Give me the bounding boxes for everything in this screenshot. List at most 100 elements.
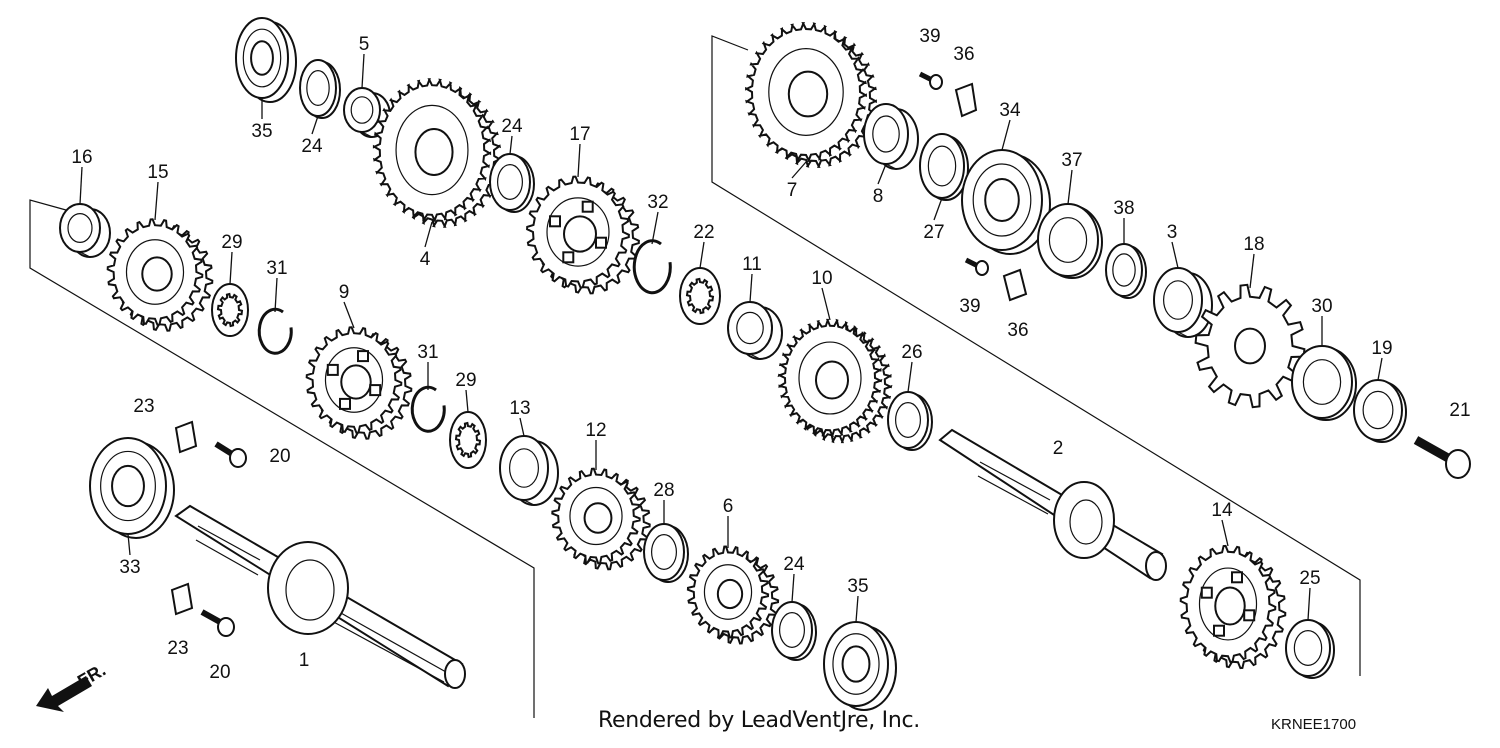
part-9-gear-dog: [305, 326, 413, 440]
part-6-gear-mid: [686, 545, 780, 645]
part-ref-label: 1: [299, 650, 310, 671]
bolt-39-upper: [918, 71, 943, 90]
part-ref-label: 27: [923, 222, 944, 243]
part-18-sprocket: [1194, 283, 1306, 409]
parts-layer: [59, 17, 1407, 711]
front-arrow-icon: FR.: [36, 660, 109, 712]
part-ref-label: 13: [509, 398, 530, 419]
part-ref-label: 17: [569, 124, 590, 145]
part-ref-label: 39: [959, 296, 980, 317]
plate-23-upper: [174, 420, 198, 454]
part-ref-label: 23: [133, 396, 154, 417]
part-12-gear-mid: [551, 467, 651, 571]
part-ref-label: 8: [873, 186, 884, 207]
part-ref-label: 36: [1007, 320, 1028, 341]
part-ref-label: 7: [787, 180, 798, 201]
bolt-20-lower: [200, 609, 235, 637]
part-37-washer: [1037, 203, 1103, 279]
part-14-gear-dog: [1179, 544, 1287, 670]
part-ref-label: 11: [742, 254, 762, 275]
part-5-bushing: [343, 87, 391, 138]
part-ref-label: 14: [1211, 500, 1233, 521]
part-8-bushing: [863, 103, 919, 170]
part-ref-label: 35: [847, 576, 868, 597]
part-ref-label: 18: [1243, 234, 1264, 255]
part-17-gear-dog: [526, 175, 640, 295]
part-13-bushing: [499, 435, 559, 506]
part-31-clip: [410, 385, 446, 433]
part-35-bearing: [823, 621, 897, 711]
part-34-bearing: [961, 149, 1051, 255]
group-frame-countershaft: [711, 35, 1361, 676]
part-ref-label: 4: [420, 249, 431, 270]
part-4-gear-big: [372, 78, 502, 228]
part-19-washer: [1353, 379, 1407, 443]
part-28-washer: [643, 523, 689, 583]
part-ref-label: 35: [251, 121, 272, 142]
part-ref-label: 3: [1167, 222, 1178, 243]
plate-36-lower: [1002, 268, 1028, 302]
bolt-20-upper: [214, 441, 247, 468]
part-ref-label: 5: [359, 34, 370, 55]
bolt-39-lower: [964, 257, 989, 276]
part-ref-label: 31: [266, 258, 287, 279]
part-22-spline-washer: [679, 267, 721, 325]
part-ref-label: 28: [653, 480, 674, 501]
part-ref-label: 2: [1053, 438, 1064, 459]
plate-36-upper: [954, 82, 978, 118]
part-ref-label: 19: [1371, 338, 1392, 359]
part-3-bushing: [1153, 267, 1213, 338]
part-ref-label: 20: [269, 446, 290, 467]
part-ref-label: 15: [147, 162, 168, 183]
part-31-clip: [257, 307, 293, 355]
part-ref-label: 24: [501, 116, 523, 137]
diagram-code: KRNEE1700: [1271, 716, 1357, 733]
part-ref-label: 31: [417, 342, 438, 363]
part-11-bushing: [727, 301, 783, 360]
part-ref-label: 39: [919, 26, 940, 47]
part-10-gear-big: [777, 318, 893, 444]
part-ref-label: 36: [953, 44, 974, 65]
group-frame-mainshaft: [29, 199, 535, 718]
part-29-spline-washer: [449, 411, 487, 469]
part-7-gear-big: [745, 22, 877, 168]
part-27-washer: [919, 133, 969, 201]
part-15-gear-mid: [106, 218, 214, 332]
part-ref-label: 23: [167, 638, 188, 659]
part-ref-label: 16: [71, 147, 92, 168]
part-ref-label: 24: [301, 136, 323, 157]
part-35-bearing: [235, 17, 297, 103]
part-29-spline-washer: [211, 283, 249, 337]
part-ref-label: 26: [901, 342, 922, 363]
mainshaft-1: [174, 504, 466, 689]
part-ref-label: 38: [1113, 198, 1134, 219]
part-ref-label: 29: [455, 370, 476, 391]
part-ref-label: 30: [1311, 296, 1332, 317]
part-ref-label: 22: [693, 222, 714, 243]
plate-23-lower: [170, 582, 194, 616]
part-ref-label: 25: [1299, 568, 1320, 589]
part-30-washer: [1291, 345, 1357, 421]
part-ref-label: 9: [339, 282, 350, 303]
part-25-washer: [1285, 619, 1335, 679]
part-32-clip: [632, 239, 672, 295]
part-26-washer: [887, 391, 933, 451]
part-ref-label: 24: [783, 554, 805, 575]
bolt-21: [1413, 436, 1471, 479]
footer-credit: Rendered by LeadVentJre, Inc.: [598, 708, 920, 733]
part-ref-label: 34: [999, 100, 1021, 121]
part-ref-label: 20: [209, 662, 230, 683]
part-ref-label: 12: [585, 420, 606, 441]
part-ref-label: 32: [647, 192, 668, 213]
part-24-washer: [771, 601, 817, 661]
part-ref-label: 6: [723, 496, 734, 517]
part-ref-label: 33: [119, 557, 140, 578]
part-33-bearing: [89, 437, 175, 539]
part-16-bushing: [59, 203, 111, 258]
part-ref-label: 29: [221, 232, 242, 253]
part-ref-label: 10: [811, 268, 832, 289]
part-ref-label: 21: [1449, 400, 1470, 421]
part-ref-label: 37: [1061, 150, 1082, 171]
